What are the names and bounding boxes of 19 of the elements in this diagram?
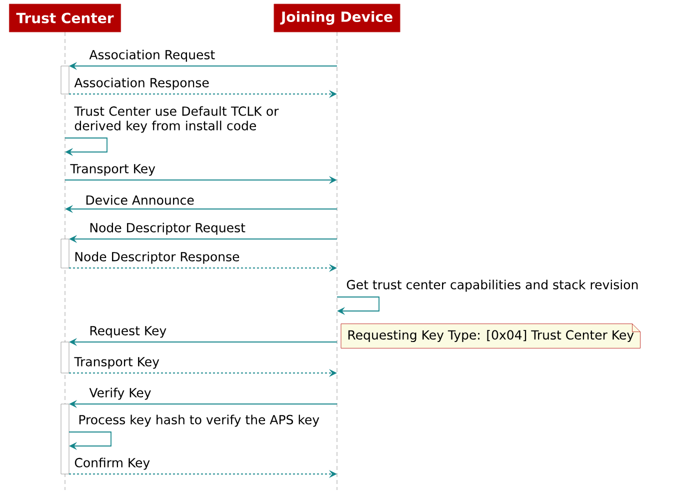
- message-label: Verify Key: [89, 388, 151, 400]
- message-arrow: [68, 432, 112, 450]
- message-label: Trust Center use Default TCLK or derived key from install code: [74, 106, 279, 133]
- message-label: Request Key: [90, 326, 166, 338]
- message-arrow: [64, 138, 108, 156]
- message-arrow: [336, 296, 380, 316]
- message-label: Node Descriptor Response: [75, 252, 240, 264]
- message-label: Transport Key: [70, 164, 156, 176]
- message-label: Association Response: [74, 78, 209, 90]
- message-label: Device Announce: [86, 195, 194, 205]
- message-label: Get trust center capabilities and stack revision: [346, 280, 638, 292]
- participant-box: Trust Center: [9, 4, 121, 32]
- message-label: Association Request: [89, 50, 215, 62]
- message-label: Confirm Key: [74, 458, 150, 470]
- participant-box: Joining Device: [274, 4, 400, 32]
- message-label: Node Descriptor Request: [90, 222, 246, 235]
- note-box: Requesting Key Type: [0x04] Trust Center Key: [340, 324, 640, 348]
- message-label: Transport Key: [74, 357, 160, 369]
- message-label: Process key hash to verify the APS key: [79, 414, 320, 427]
